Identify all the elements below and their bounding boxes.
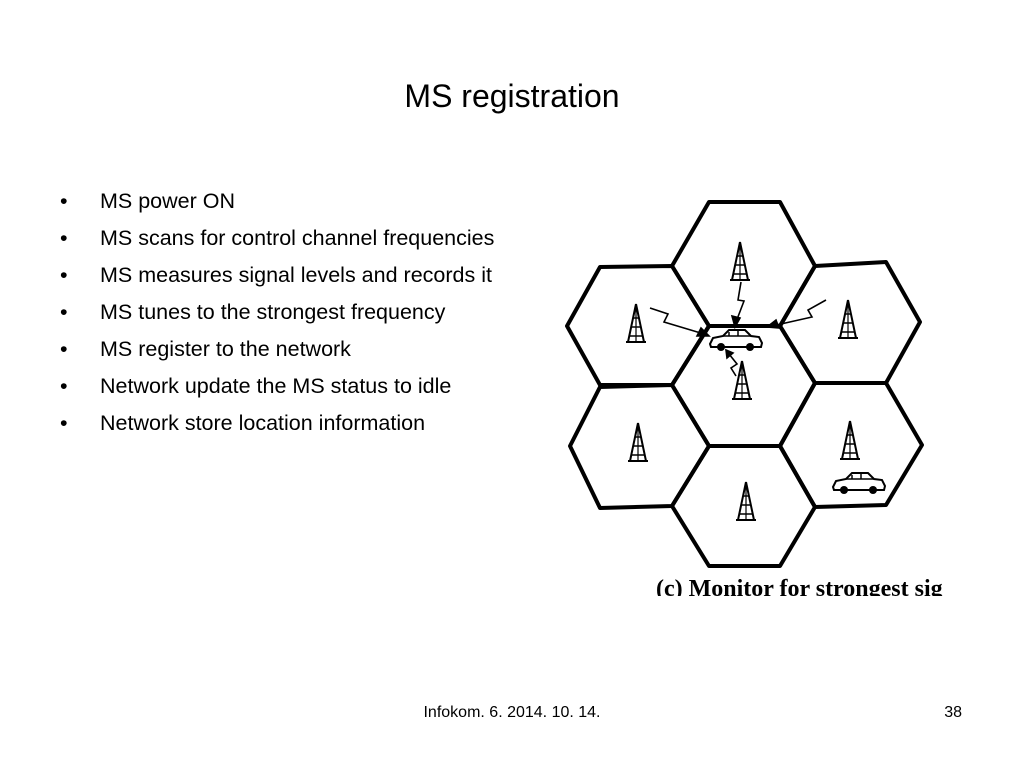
bullet-item: • MS register to the network — [60, 334, 500, 364]
bullet-marker: • — [60, 226, 68, 250]
signal-arrow-head — [725, 348, 735, 360]
hexagon-cells — [565, 200, 924, 568]
antenna-tower-icon — [731, 360, 753, 400]
slide-title: MS registration — [404, 78, 620, 114]
bullet-item: • MS power ON — [60, 186, 500, 216]
bullet-text: MS tunes to the strongest frequency — [100, 300, 446, 324]
bullet-item: • MS scans for control channel frequencie… — [60, 223, 500, 253]
antenna-tower-icon — [625, 303, 647, 343]
cell-diagram: (c) Monitor for strongest sig — [565, 200, 943, 596]
signal-arrows — [649, 281, 827, 377]
hexagon-cell-bottom — [670, 444, 817, 568]
bullet-text: Network update the MS status to idle — [100, 374, 452, 398]
bullet-text: Network store location information — [100, 411, 426, 435]
bullet-marker: • — [60, 300, 68, 324]
signal-arrow — [735, 281, 746, 323]
antenna-tower-icon — [837, 299, 859, 339]
bullet-text: MS measures signal levels and records it — [100, 263, 492, 287]
bullet-item: • MS tunes to the strongest frequency — [60, 297, 500, 327]
signal-arrow — [728, 353, 739, 377]
signal-arrow-head — [730, 314, 742, 330]
bullet-item: • Network update the MS status to idle — [60, 371, 500, 401]
bullet-marker: • — [60, 337, 68, 361]
bullet-text: MS power ON — [100, 189, 236, 213]
bullet-item: • Network store location information — [60, 408, 500, 438]
antenna-tower-icon — [729, 241, 751, 281]
car-icon — [832, 472, 886, 495]
antenna-tower-icon — [735, 481, 757, 521]
bullet-text: MS register to the network — [100, 337, 351, 361]
bullet-marker: • — [60, 263, 68, 287]
signal-arrow-head — [764, 318, 781, 329]
bullet-marker: • — [60, 411, 68, 435]
bullet-marker: • — [60, 189, 68, 213]
hexagon-cell-top — [670, 200, 817, 328]
slide-number: 38 — [944, 704, 962, 721]
cell-diagram-figure: (c) Monitor for strongest sig — [556, 196, 976, 596]
hexagon-cell-upper-left — [565, 264, 711, 387]
antenna-tower-icon — [839, 420, 861, 460]
figure-caption: (c) Monitor for strongest sig — [656, 576, 943, 596]
bullet-text: MS scans for control channel frequencies — [100, 226, 495, 250]
signal-arrow — [771, 299, 827, 327]
footer-date: Infokom. 6. 2014. 10. 14. — [423, 704, 601, 721]
bullet-item: • MS measures signal levels and records i… — [60, 260, 500, 290]
bullet-list: • MS power ON • MS scans for control chann… — [60, 186, 500, 445]
bullet-marker: • — [60, 374, 68, 398]
signal-arrow — [649, 307, 705, 335]
car-icon — [709, 329, 763, 352]
signal-arrow-head — [695, 326, 711, 337]
antenna-tower-icon — [627, 422, 649, 462]
